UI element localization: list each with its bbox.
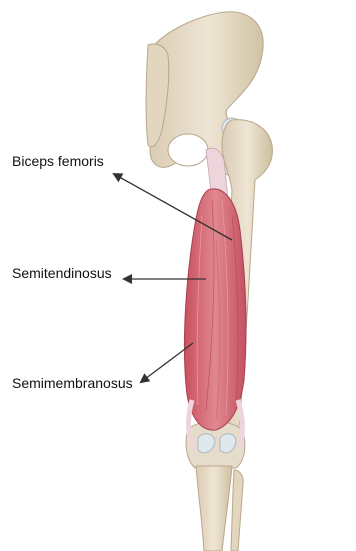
label-semimembranosus: Semimembranosus (12, 375, 133, 391)
label-semitendinosus: Semitendinosus (12, 265, 112, 281)
lower-leg-bones (196, 466, 243, 551)
label-biceps-femoris: Biceps femoris (12, 153, 104, 169)
